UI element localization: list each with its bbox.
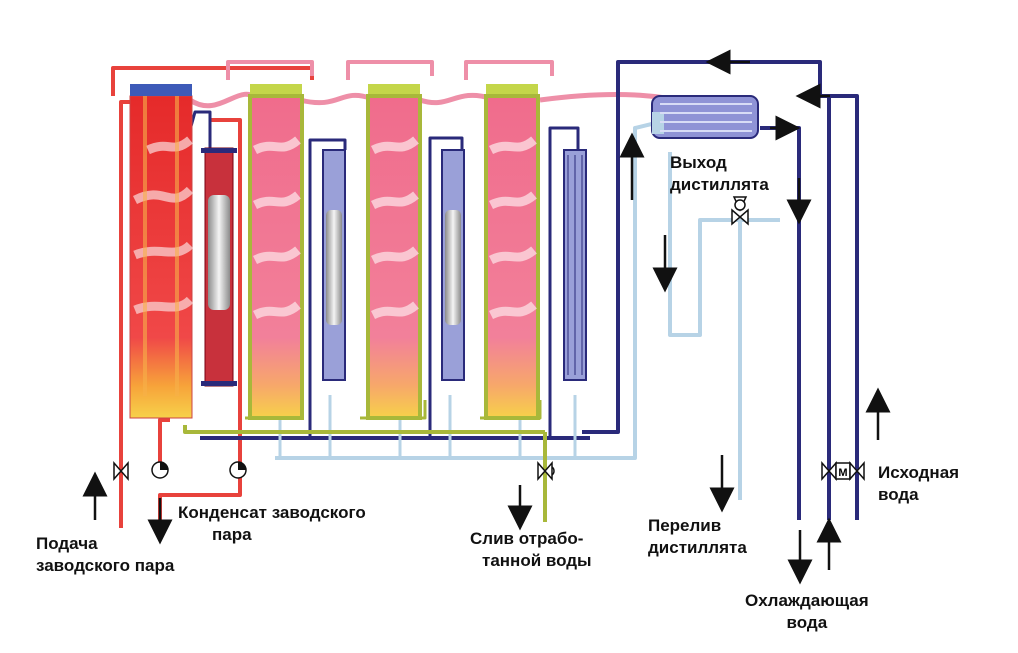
label-cooling-water-line1: Охлаждающая	[745, 591, 869, 610]
label-feed-water-line2: вода	[878, 485, 919, 504]
label-waste-drain-line2: танной воды	[482, 551, 592, 570]
motor-valve-mark: M	[838, 467, 847, 479]
feed-water-supply	[582, 60, 859, 520]
column-2	[248, 84, 304, 420]
cooling-loop-c	[548, 126, 580, 438]
label-distillate-overflow-line2: дистиллята	[648, 538, 747, 557]
label-cooling-water-line2: вода	[786, 613, 828, 632]
motor-valve-icon: M	[821, 461, 865, 481]
distillate-collector	[275, 120, 661, 460]
label-feed-steam-line1: Подача	[36, 534, 98, 553]
label-feed-water-line1: Исходная	[878, 463, 960, 482]
column-4	[484, 84, 540, 420]
three-way-valve-icon	[731, 196, 749, 226]
label-feed-water: Исходная вода	[878, 462, 959, 506]
label-cooling-water: Охлаждающая вода	[745, 590, 869, 634]
final-condenser	[651, 95, 759, 139]
label-distillate-overflow: Перелив дистиллята	[648, 515, 747, 559]
preheater-1	[201, 147, 237, 387]
evaporator-columns	[129, 84, 759, 420]
label-condensate: Конденсат заводского пара	[178, 502, 366, 546]
cooling-supply	[803, 94, 831, 520]
column-1	[129, 84, 194, 419]
label-distillate-out-line2: дистиллята	[670, 175, 769, 194]
pink-loop-1	[226, 60, 314, 80]
vapor-pipe-3	[419, 92, 491, 106]
label-feed-steam: Подача заводского пара	[36, 533, 174, 577]
cooling-loop-a	[308, 138, 347, 438]
condenser-4	[563, 149, 587, 381]
label-condensate-line1: Конденсат заводского	[178, 503, 366, 522]
label-waste-drain: Слив отрабо- танной воды	[470, 528, 592, 572]
label-distillate-out-line1: Выход	[670, 153, 727, 172]
fittings: M	[113, 196, 865, 481]
label-condensate-line2: пара	[212, 525, 252, 544]
condenser-2	[322, 149, 346, 381]
label-distillate-out: Выход дистиллята	[670, 152, 769, 196]
vapor-pipe-2	[299, 92, 371, 106]
label-distillate-overflow-line1: Перелив	[648, 516, 722, 535]
pump-icon	[151, 461, 247, 479]
cooling-loop-b	[428, 136, 464, 438]
pink-loop-3	[464, 60, 554, 80]
vapor-pipe-1	[188, 91, 260, 109]
label-waste-drain-line1: Слив отрабо-	[470, 529, 584, 548]
condenser-3	[441, 149, 465, 381]
pink-loop-2	[346, 60, 434, 80]
flow-arrows	[82, 49, 891, 585]
distillate-overflow	[738, 218, 752, 500]
drain-valve-icon	[537, 461, 555, 481]
column-3	[366, 84, 422, 420]
valve-icon	[113, 461, 129, 481]
waste-header	[183, 425, 545, 434]
distillate-risers	[278, 395, 577, 458]
cooling-loop-d	[188, 110, 212, 150]
label-feed-steam-line2: заводского пара	[36, 556, 175, 575]
